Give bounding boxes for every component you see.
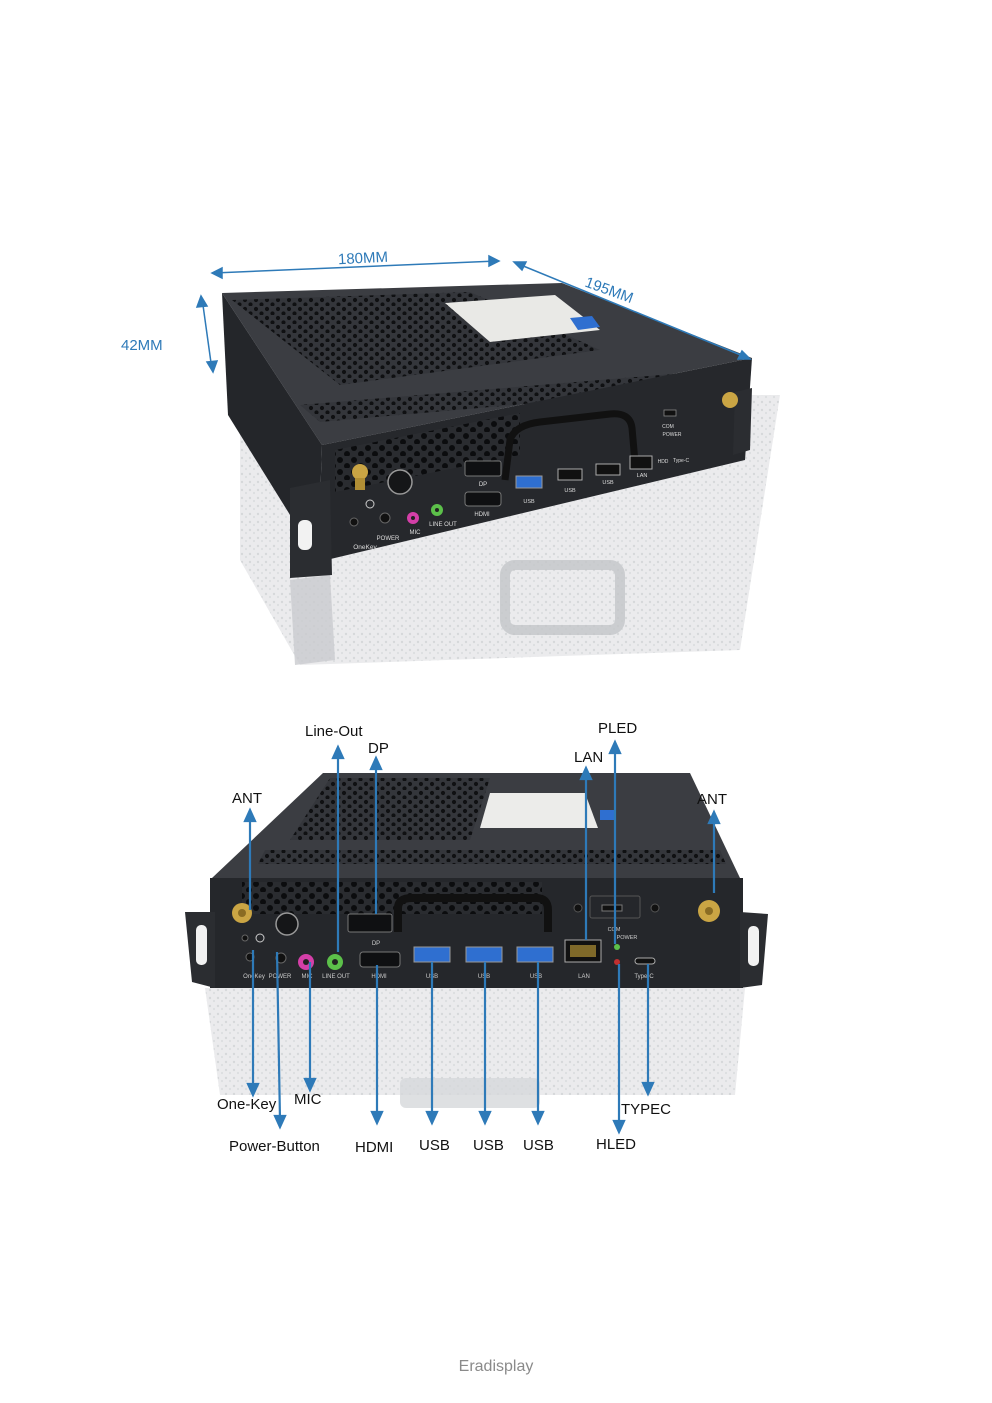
callout-typec: TYPEC: [621, 1101, 672, 1118]
callout-dp: DP: [368, 740, 389, 757]
dp-port-text-photo: DP: [479, 482, 487, 488]
callout-hdmi: HDMI: [355, 1139, 394, 1156]
callout-ant-right: ANT: [697, 791, 727, 808]
device-isometric-photo: DP HDMI USB USB USB LAN COM POWER HDD Ty…: [195, 254, 780, 665]
foam-reflection-front: [205, 988, 745, 1095]
hdmi-text-front: HDMI: [371, 974, 387, 980]
hdd-text-photo: HDD: [658, 459, 669, 465]
lan-text-photo: LAN: [637, 473, 648, 479]
right-bracket: [733, 388, 752, 455]
onekey-text-photo: OneKey: [353, 544, 377, 551]
com-text-photo: COM: [662, 424, 674, 430]
callout-hled: HLED: [596, 1136, 637, 1153]
chassis-front: [318, 358, 752, 562]
callout-pled: PLED: [598, 720, 638, 737]
dp-port-front: [347, 913, 393, 933]
height-dimension: 42MM: [121, 337, 163, 354]
mic-text-front: MIC: [302, 974, 314, 980]
footer-brand: Eradisplay: [458, 1358, 534, 1375]
callout-one-key: One-Key: [217, 1096, 277, 1113]
usb-text-photo-1: USB: [523, 499, 535, 505]
callout-usb-1: USB: [419, 1137, 450, 1154]
callout-arrows: [243, 739, 721, 1135]
hdmi-port-front: [359, 951, 401, 968]
sticker-front: [480, 793, 598, 828]
callout-lan: LAN: [574, 749, 604, 766]
vent-band-front: [258, 850, 726, 864]
callout-power-button: Power-Button: [229, 1138, 320, 1155]
power-text-photo: POWER: [663, 432, 682, 438]
usb-port-photo-2: [557, 468, 583, 481]
lan-text-front: LAN: [578, 974, 590, 980]
handle-front: [394, 894, 552, 932]
ant-left-photo: [352, 464, 368, 480]
typec-text-photo: Type-C: [673, 458, 690, 464]
bracket-reflection: [290, 575, 335, 665]
width-dimension: 180MM: [337, 248, 389, 269]
spec-sticker-badge: [570, 316, 600, 330]
hdd-led: [614, 959, 620, 965]
dp-port-photo: [464, 460, 502, 477]
usb-port-front-3: [516, 946, 554, 963]
device-front-photo: OneKey POWER MIC LINE OUT DP HDMI USB US…: [185, 739, 768, 1135]
typec-port-front: [634, 957, 656, 965]
lineout-text-photo: LINE OUT: [429, 522, 457, 528]
front-vent-area: [335, 413, 520, 492]
spec-sticker: [445, 295, 600, 342]
mic-text-photo: MIC: [410, 530, 422, 536]
usb-text-front-3: USB: [530, 974, 542, 980]
handle-reflection: [500, 560, 625, 635]
lan-port-photo: [629, 455, 653, 470]
usb-port-photo-3: [595, 463, 621, 476]
callout-usb-2: USB: [473, 1137, 504, 1154]
dimension-arrows: [195, 254, 752, 374]
power-text-front: POWER: [617, 935, 638, 941]
hdmi-port-text-photo: HDMI: [474, 512, 490, 518]
left-bracket-slot: [298, 520, 312, 550]
callout-line-out: Line-Out: [305, 723, 363, 740]
usb-text-photo-3: USB: [602, 480, 614, 486]
callout-usb-3: USB: [523, 1137, 554, 1154]
vent-top-front: [290, 778, 490, 840]
dp-text-front: DP: [372, 941, 380, 947]
ant-right-photo: [722, 392, 738, 408]
usb-port-photo-1: [515, 475, 543, 489]
callout-ant-left: ANT: [232, 790, 262, 807]
usb-port-front-2: [465, 946, 503, 963]
usb-text-photo-2: USB: [564, 488, 576, 494]
handle-photo: [501, 410, 639, 481]
hdmi-port-photo: [464, 491, 502, 507]
usb-port-front-1: [413, 946, 451, 963]
typec-text-front: Type-C: [634, 974, 654, 980]
callout-mic: MIC: [294, 1091, 322, 1108]
power-btn-text-photo: POWER: [377, 536, 400, 542]
power-led: [614, 944, 620, 950]
power-btn-text-front: POWER: [269, 974, 292, 980]
lineout-text-front: LINE OUT: [322, 974, 350, 980]
